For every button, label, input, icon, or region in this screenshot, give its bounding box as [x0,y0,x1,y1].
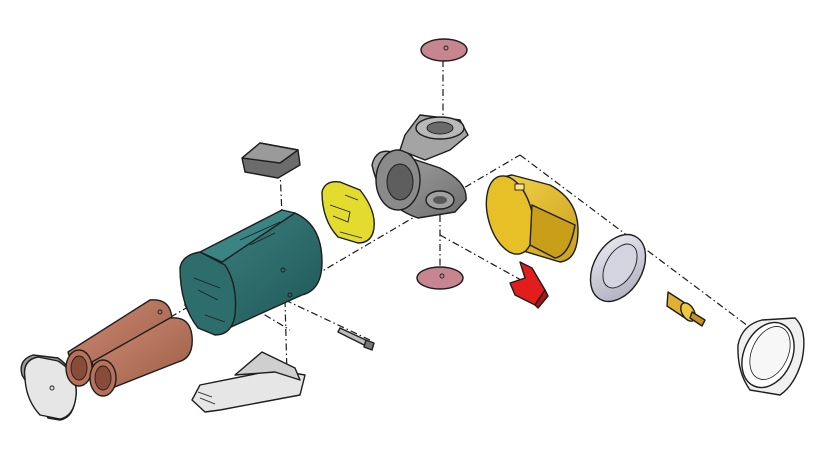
pivot-body [371,114,469,219]
red-clip [509,261,549,309]
bulb [666,291,706,327]
battery-right [89,317,193,397]
bottom-bracket [191,351,306,413]
yellow-clip [321,181,375,244]
top-button [241,142,301,179]
battery-housing [179,209,323,336]
reflector [589,233,647,303]
screw [337,327,375,351]
bottom-pad [416,266,464,290]
top-pad [420,38,468,62]
bezel-ring [737,317,805,396]
end-cap [20,354,77,421]
gold-sleeve [485,174,579,263]
